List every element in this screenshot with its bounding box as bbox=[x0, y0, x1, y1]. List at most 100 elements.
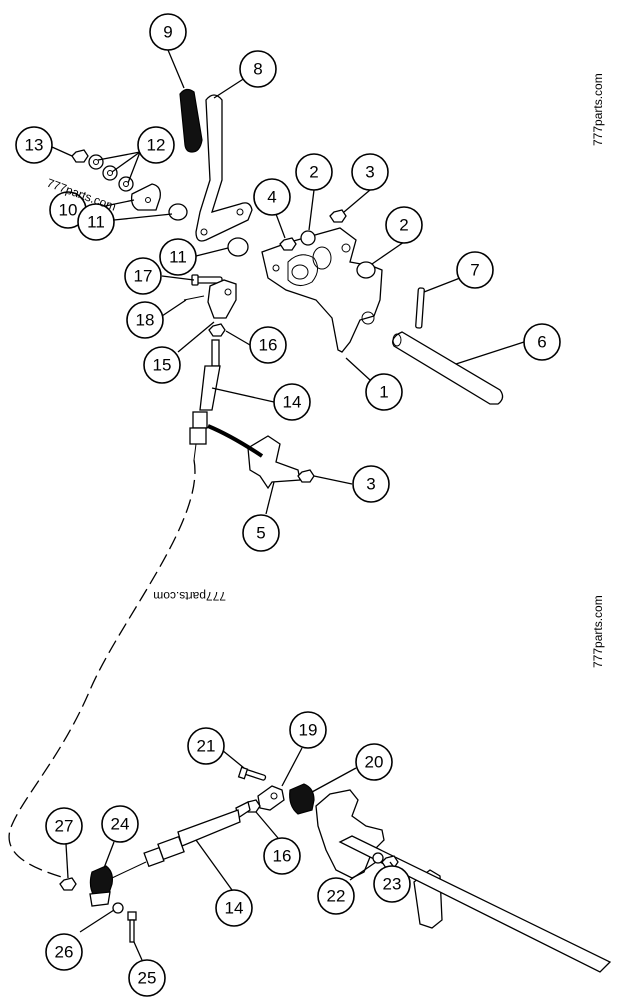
callout-7: 7 bbox=[456, 251, 494, 289]
callout-label: 2 bbox=[399, 216, 408, 235]
callout-label: 23 bbox=[383, 875, 402, 894]
part-20-bushing bbox=[289, 783, 315, 815]
leader-lines bbox=[51, 49, 525, 961]
callout-label: 7 bbox=[470, 261, 479, 280]
callout-label: 3 bbox=[365, 163, 374, 182]
callout-24: 24 bbox=[101, 805, 139, 843]
callout-label: 9 bbox=[163, 23, 172, 42]
callout-20: 20 bbox=[355, 743, 393, 781]
callout-label: 11 bbox=[169, 248, 187, 267]
callout-label: 25 bbox=[138, 969, 157, 988]
callout-9: 9 bbox=[149, 13, 187, 51]
callout-22: 22 bbox=[317, 877, 355, 915]
part-5-bracket bbox=[247, 435, 301, 490]
part-8-lever bbox=[195, 94, 253, 242]
part-27-nut bbox=[59, 877, 77, 891]
part-12-washers bbox=[88, 154, 134, 192]
part-2-bushing-right bbox=[356, 261, 376, 279]
callout-27: 27 bbox=[45, 807, 83, 845]
part-8-lever-hole-2 bbox=[236, 208, 244, 216]
callout-label: 19 bbox=[299, 721, 318, 740]
callout-label: 16 bbox=[273, 847, 292, 866]
cable-dashed-line bbox=[8, 459, 196, 879]
callout-21: 21 bbox=[187, 727, 225, 765]
callout-4: 4 bbox=[253, 178, 291, 216]
callout-15: 15 bbox=[143, 346, 181, 384]
callout-label: 14 bbox=[225, 899, 244, 918]
part-10-plate bbox=[130, 183, 161, 211]
callout-label: 13 bbox=[25, 136, 44, 155]
part-8-lever-hole bbox=[200, 228, 208, 236]
callout-label: 16 bbox=[259, 336, 278, 355]
callout-26: 26 bbox=[45, 933, 83, 971]
callout-16-a: 16 bbox=[249, 326, 287, 364]
callout-label: 27 bbox=[55, 817, 74, 836]
callout-label: 14 bbox=[283, 393, 302, 412]
callout-label: 26 bbox=[55, 943, 74, 962]
callout-label: 4 bbox=[267, 188, 276, 207]
callout-12: 12 bbox=[137, 126, 175, 164]
callout-3-b: 3 bbox=[352, 465, 390, 503]
part-16-nut-upper bbox=[208, 323, 226, 337]
callout-17: 17 bbox=[124, 257, 162, 295]
part-13-nut bbox=[71, 149, 89, 163]
part-7-spring-pin bbox=[415, 287, 425, 329]
callout-3-a: 3 bbox=[351, 153, 389, 191]
callout-19: 19 bbox=[289, 711, 327, 749]
callout-1: 1 bbox=[365, 373, 403, 411]
callout-16-b: 16 bbox=[263, 837, 301, 875]
part-3-nut-lower bbox=[297, 469, 315, 483]
callout-14-b: 14 bbox=[215, 889, 253, 927]
callout-6: 6 bbox=[523, 323, 561, 361]
callout-11-b: 11 bbox=[159, 238, 197, 276]
callout-label: 21 bbox=[197, 737, 216, 756]
part-24-clamp bbox=[89, 865, 113, 897]
callout-25: 25 bbox=[128, 959, 166, 997]
part-lower-shaft bbox=[338, 835, 612, 973]
callout-18: 18 bbox=[126, 301, 164, 339]
callout-label: 11 bbox=[87, 213, 105, 232]
callout-label: 6 bbox=[537, 333, 546, 352]
part-21-bolt bbox=[237, 766, 267, 781]
callout-2-a: 2 bbox=[295, 153, 333, 191]
callout-label: 17 bbox=[134, 267, 153, 286]
part-19-rod-end bbox=[257, 785, 285, 811]
watermark: 777parts.com bbox=[153, 589, 226, 603]
callout-5: 5 bbox=[242, 514, 280, 552]
callout-label: 24 bbox=[111, 815, 130, 834]
callout-8: 8 bbox=[239, 50, 277, 88]
callout-label: 5 bbox=[256, 524, 265, 543]
part-9-grip bbox=[179, 88, 203, 153]
callout-label: 2 bbox=[309, 163, 318, 182]
part-11-washer-a bbox=[168, 203, 188, 221]
callout-23: 23 bbox=[373, 865, 411, 903]
callout-label: 12 bbox=[147, 136, 166, 155]
part-25-bolt bbox=[127, 911, 137, 943]
watermark: 777parts.com bbox=[591, 73, 605, 146]
callout-11-a: 11 bbox=[77, 203, 115, 241]
part-5-cable-housing bbox=[207, 424, 264, 458]
part-26-washer bbox=[112, 902, 124, 914]
part-2-bushing-upper bbox=[300, 230, 316, 246]
part-4-nut bbox=[279, 237, 297, 251]
callout-label: 15 bbox=[153, 356, 172, 375]
callout-2-b: 2 bbox=[385, 206, 423, 244]
callout-label: 3 bbox=[366, 475, 375, 494]
callout-14-a: 14 bbox=[273, 383, 311, 421]
part-22-washer bbox=[372, 852, 384, 864]
callout-label: 20 bbox=[365, 753, 384, 772]
callout-label: 10 bbox=[59, 201, 78, 220]
watermark: 777parts.com bbox=[591, 595, 605, 668]
callout-label: 18 bbox=[136, 311, 155, 330]
callout-label: 1 bbox=[379, 383, 388, 402]
callout-label: 22 bbox=[327, 887, 346, 906]
part-15-clevis bbox=[207, 279, 237, 319]
part-18-cotter bbox=[183, 295, 205, 301]
callout-label: 8 bbox=[253, 60, 262, 79]
callout-13: 13 bbox=[15, 126, 53, 164]
part-11-washer-b bbox=[227, 237, 249, 257]
part-lower-frame-bracket bbox=[315, 789, 385, 879]
part-14-cable-lower bbox=[111, 801, 251, 879]
callout-10: 10 bbox=[49, 191, 87, 229]
